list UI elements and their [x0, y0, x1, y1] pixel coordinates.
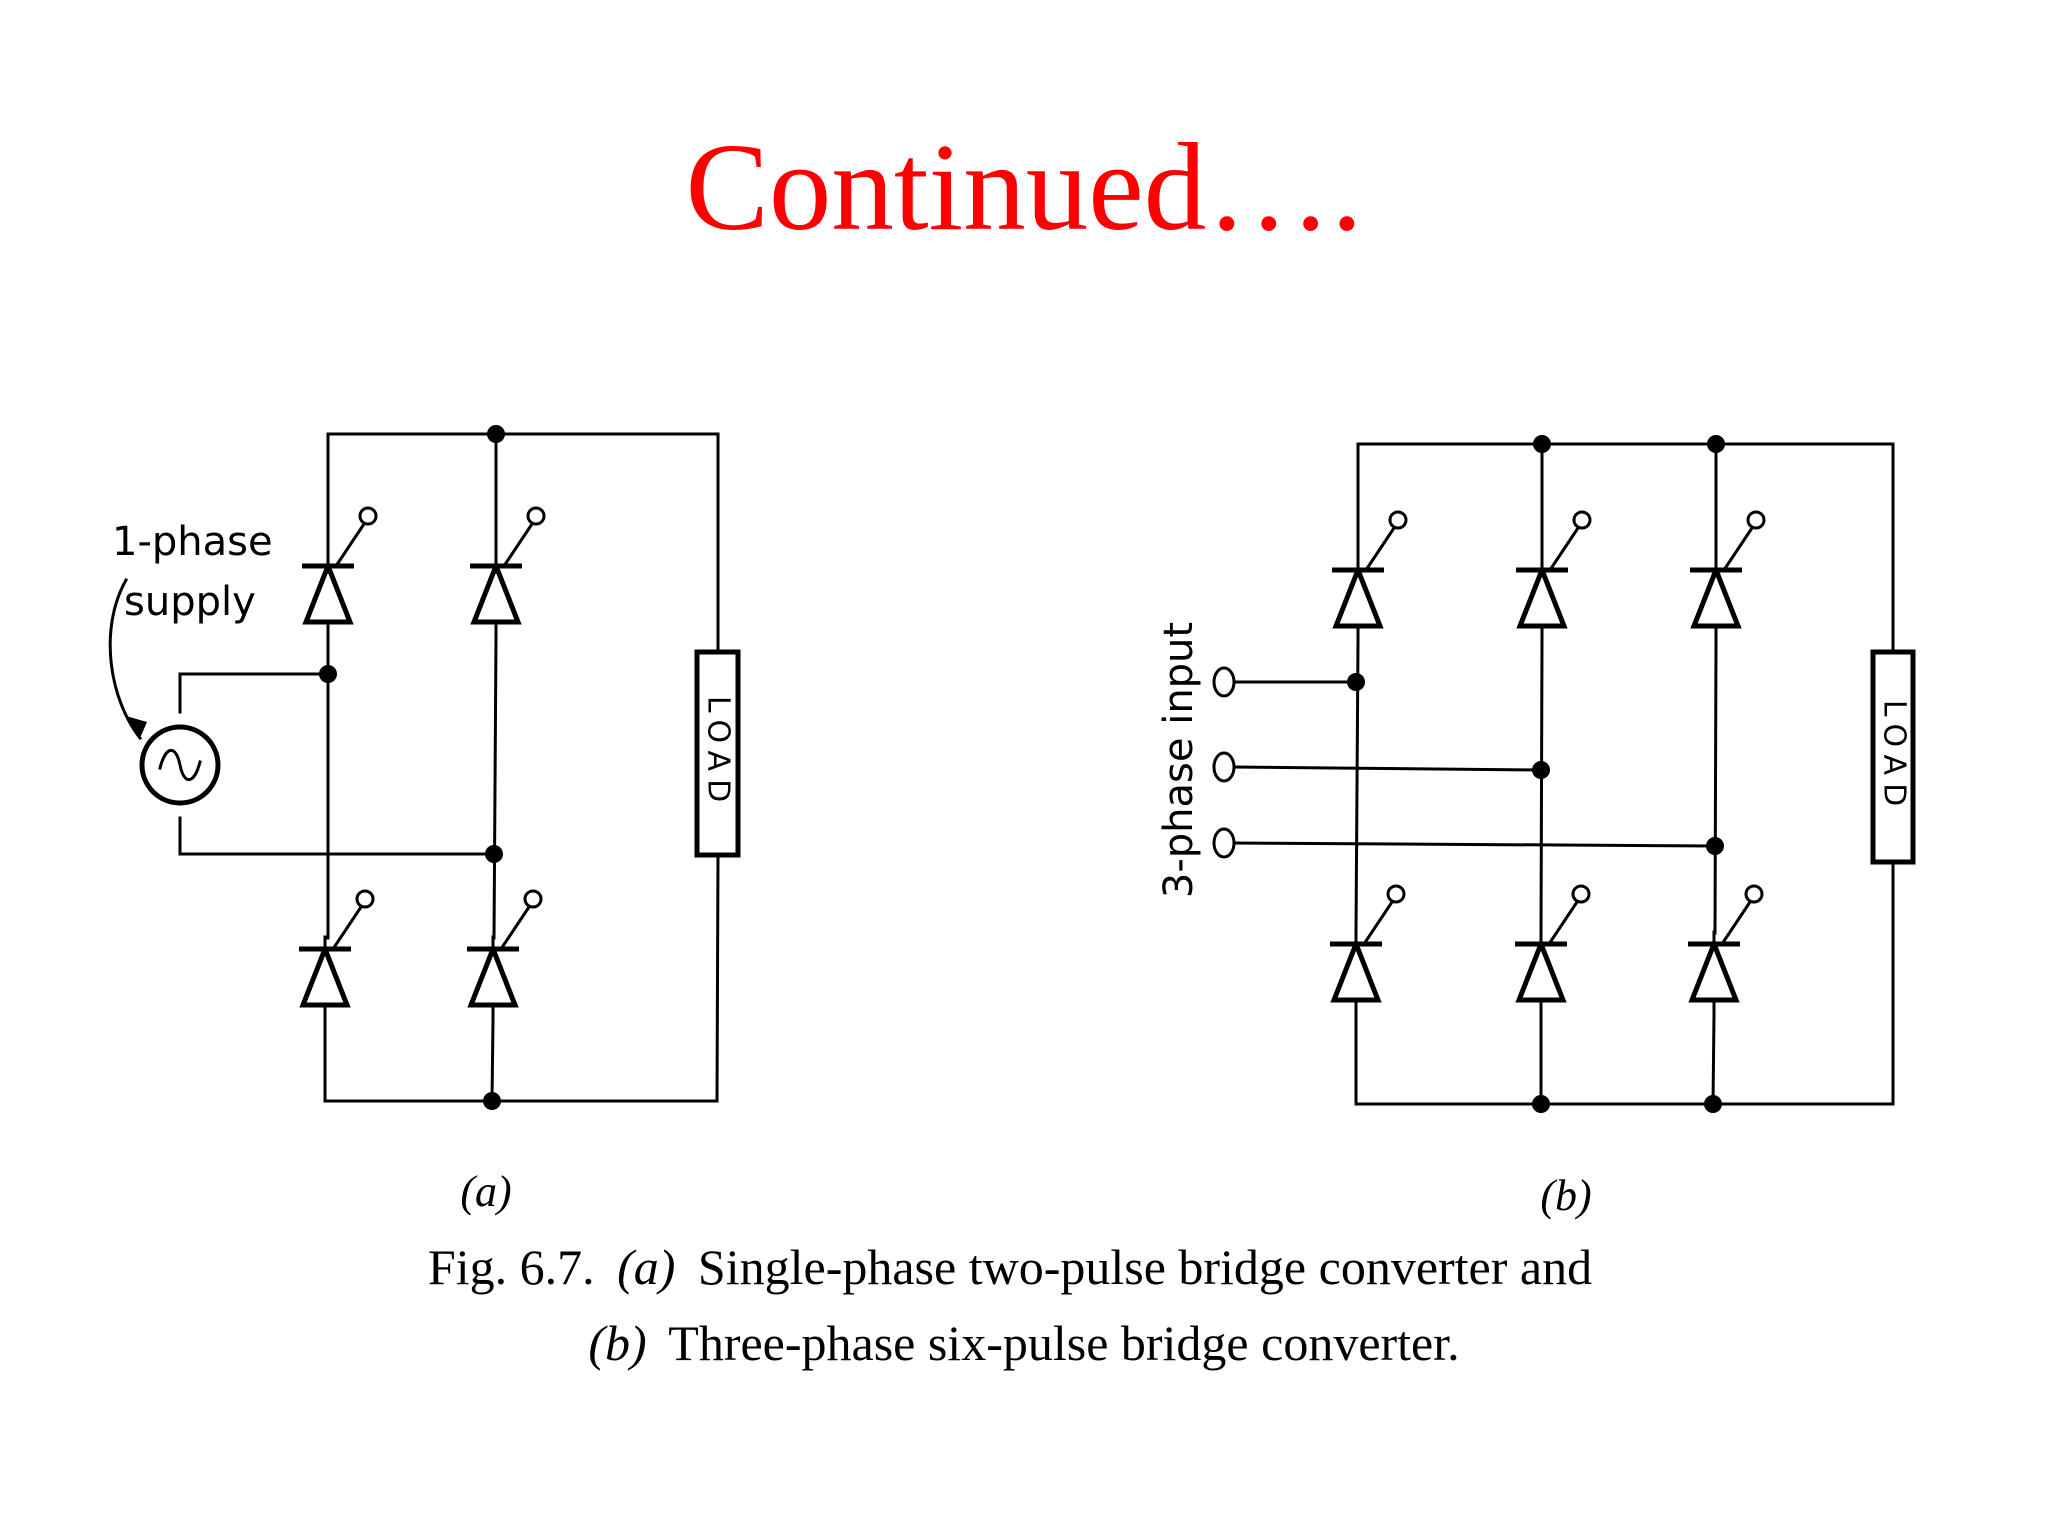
thyristor-b3: [1690, 512, 1764, 642]
caption-line1-text: Single-phase two-pulse bridge converter …: [698, 1239, 1592, 1295]
three-phase-input-label: 3-phase input: [1156, 622, 1202, 898]
sub-label-b: (b): [1540, 1171, 1591, 1220]
load-box-b: [1870, 649, 1916, 865]
thyristor-b6: [1688, 886, 1762, 1016]
load-label-a: LOAD: [701, 696, 736, 810]
supply-label-line2: supply: [124, 579, 256, 625]
thyristor-b4: [1330, 886, 1404, 1016]
supply-label-line1: 1-phase: [112, 519, 273, 565]
thyristor-b5: [1515, 886, 1589, 1016]
input-terminal-2: [1212, 751, 1236, 783]
figure-caption: Fig. 6.7. (a) Single-phase two-pulse bri…: [428, 1239, 1592, 1371]
ac-source-icon: [139, 724, 221, 806]
thyristor-a3: [299, 891, 373, 1021]
load-label-b: LOAD: [1877, 700, 1912, 814]
input-terminal-1: [1212, 666, 1236, 698]
thyristor-a1: [302, 508, 376, 638]
caption-line-2: (b) Three-phase six-pulse bridge convert…: [588, 1315, 1459, 1371]
circuit-a: LOAD 1-phase supply (a): [108, 425, 741, 1216]
thyristor-a4: [467, 891, 541, 1021]
caption-fig-number: Fig. 6.7.: [428, 1239, 595, 1295]
thyristor-b2: [1516, 512, 1590, 642]
caption-line2-b: (b): [588, 1315, 646, 1371]
caption-line1-a: (a): [617, 1239, 675, 1295]
load-box-a: [694, 649, 741, 858]
sub-label-a: (a): [460, 1167, 511, 1216]
thyristor-a2: [470, 508, 544, 638]
caption-line-1: Fig. 6.7. (a) Single-phase two-pulse bri…: [428, 1239, 1592, 1295]
thyristor-b1: [1332, 512, 1406, 642]
caption-line2-text: Three-phase six-pulse bridge converter.: [668, 1315, 1459, 1371]
slide-title: Continued….: [685, 119, 1363, 257]
input-terminal-3: [1212, 827, 1236, 859]
circuit-b: LOAD 3-phase input (b): [1156, 435, 1916, 1220]
